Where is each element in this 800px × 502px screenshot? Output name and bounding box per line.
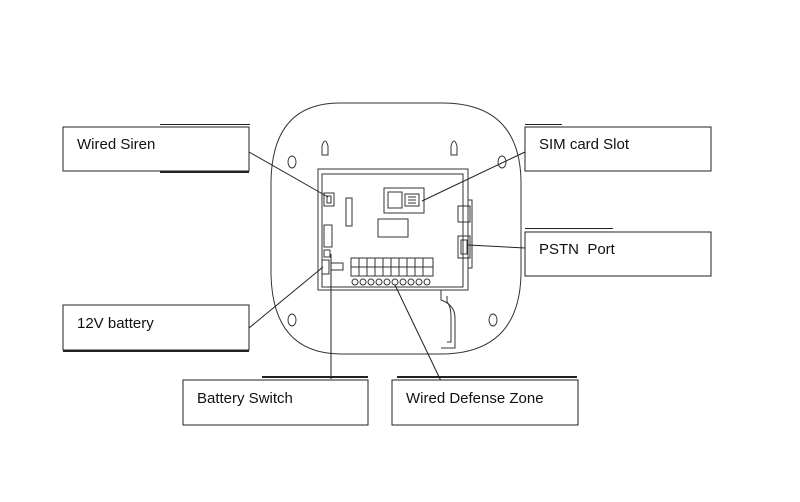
keyhole-hangers	[321, 140, 458, 156]
leader-lines	[248, 151, 526, 382]
cable-channel	[440, 290, 456, 349]
label-wired-defense-zone-text: Wired Defense Zone	[406, 390, 544, 407]
label-battery-switch: Battery Switch	[182, 376, 369, 426]
device-housing	[270, 102, 522, 355]
label-sim-card-slot: SIM card Slot	[524, 124, 712, 172]
board-components	[321, 187, 471, 275]
leader-pstn-port	[467, 244, 526, 249]
terminal-block	[350, 257, 434, 286]
mounting-holes	[287, 155, 507, 327]
label-sim-card-slot-text: SIM card Slot	[539, 136, 630, 153]
label-12v-battery-text: 12V battery	[77, 315, 154, 332]
circuit-board	[317, 168, 473, 291]
label-wired-defense-zone: Wired Defense Zone	[391, 376, 579, 426]
leader-wired-defense-zone	[394, 284, 442, 382]
label-wired-siren-text: Wired Siren	[77, 136, 155, 153]
leader-wired-siren	[248, 151, 329, 198]
leader-sim-card-slot	[421, 151, 526, 202]
label-pstn-port-text: PSTN Port	[539, 241, 616, 258]
label-battery-switch-text: Battery Switch	[197, 390, 293, 407]
label-wired-siren: Wired Siren	[62, 124, 250, 173]
label-pstn-port: PSTN Port	[524, 228, 712, 277]
label-12v-battery: 12V battery	[62, 304, 250, 352]
leader-12v-battery	[248, 266, 324, 329]
